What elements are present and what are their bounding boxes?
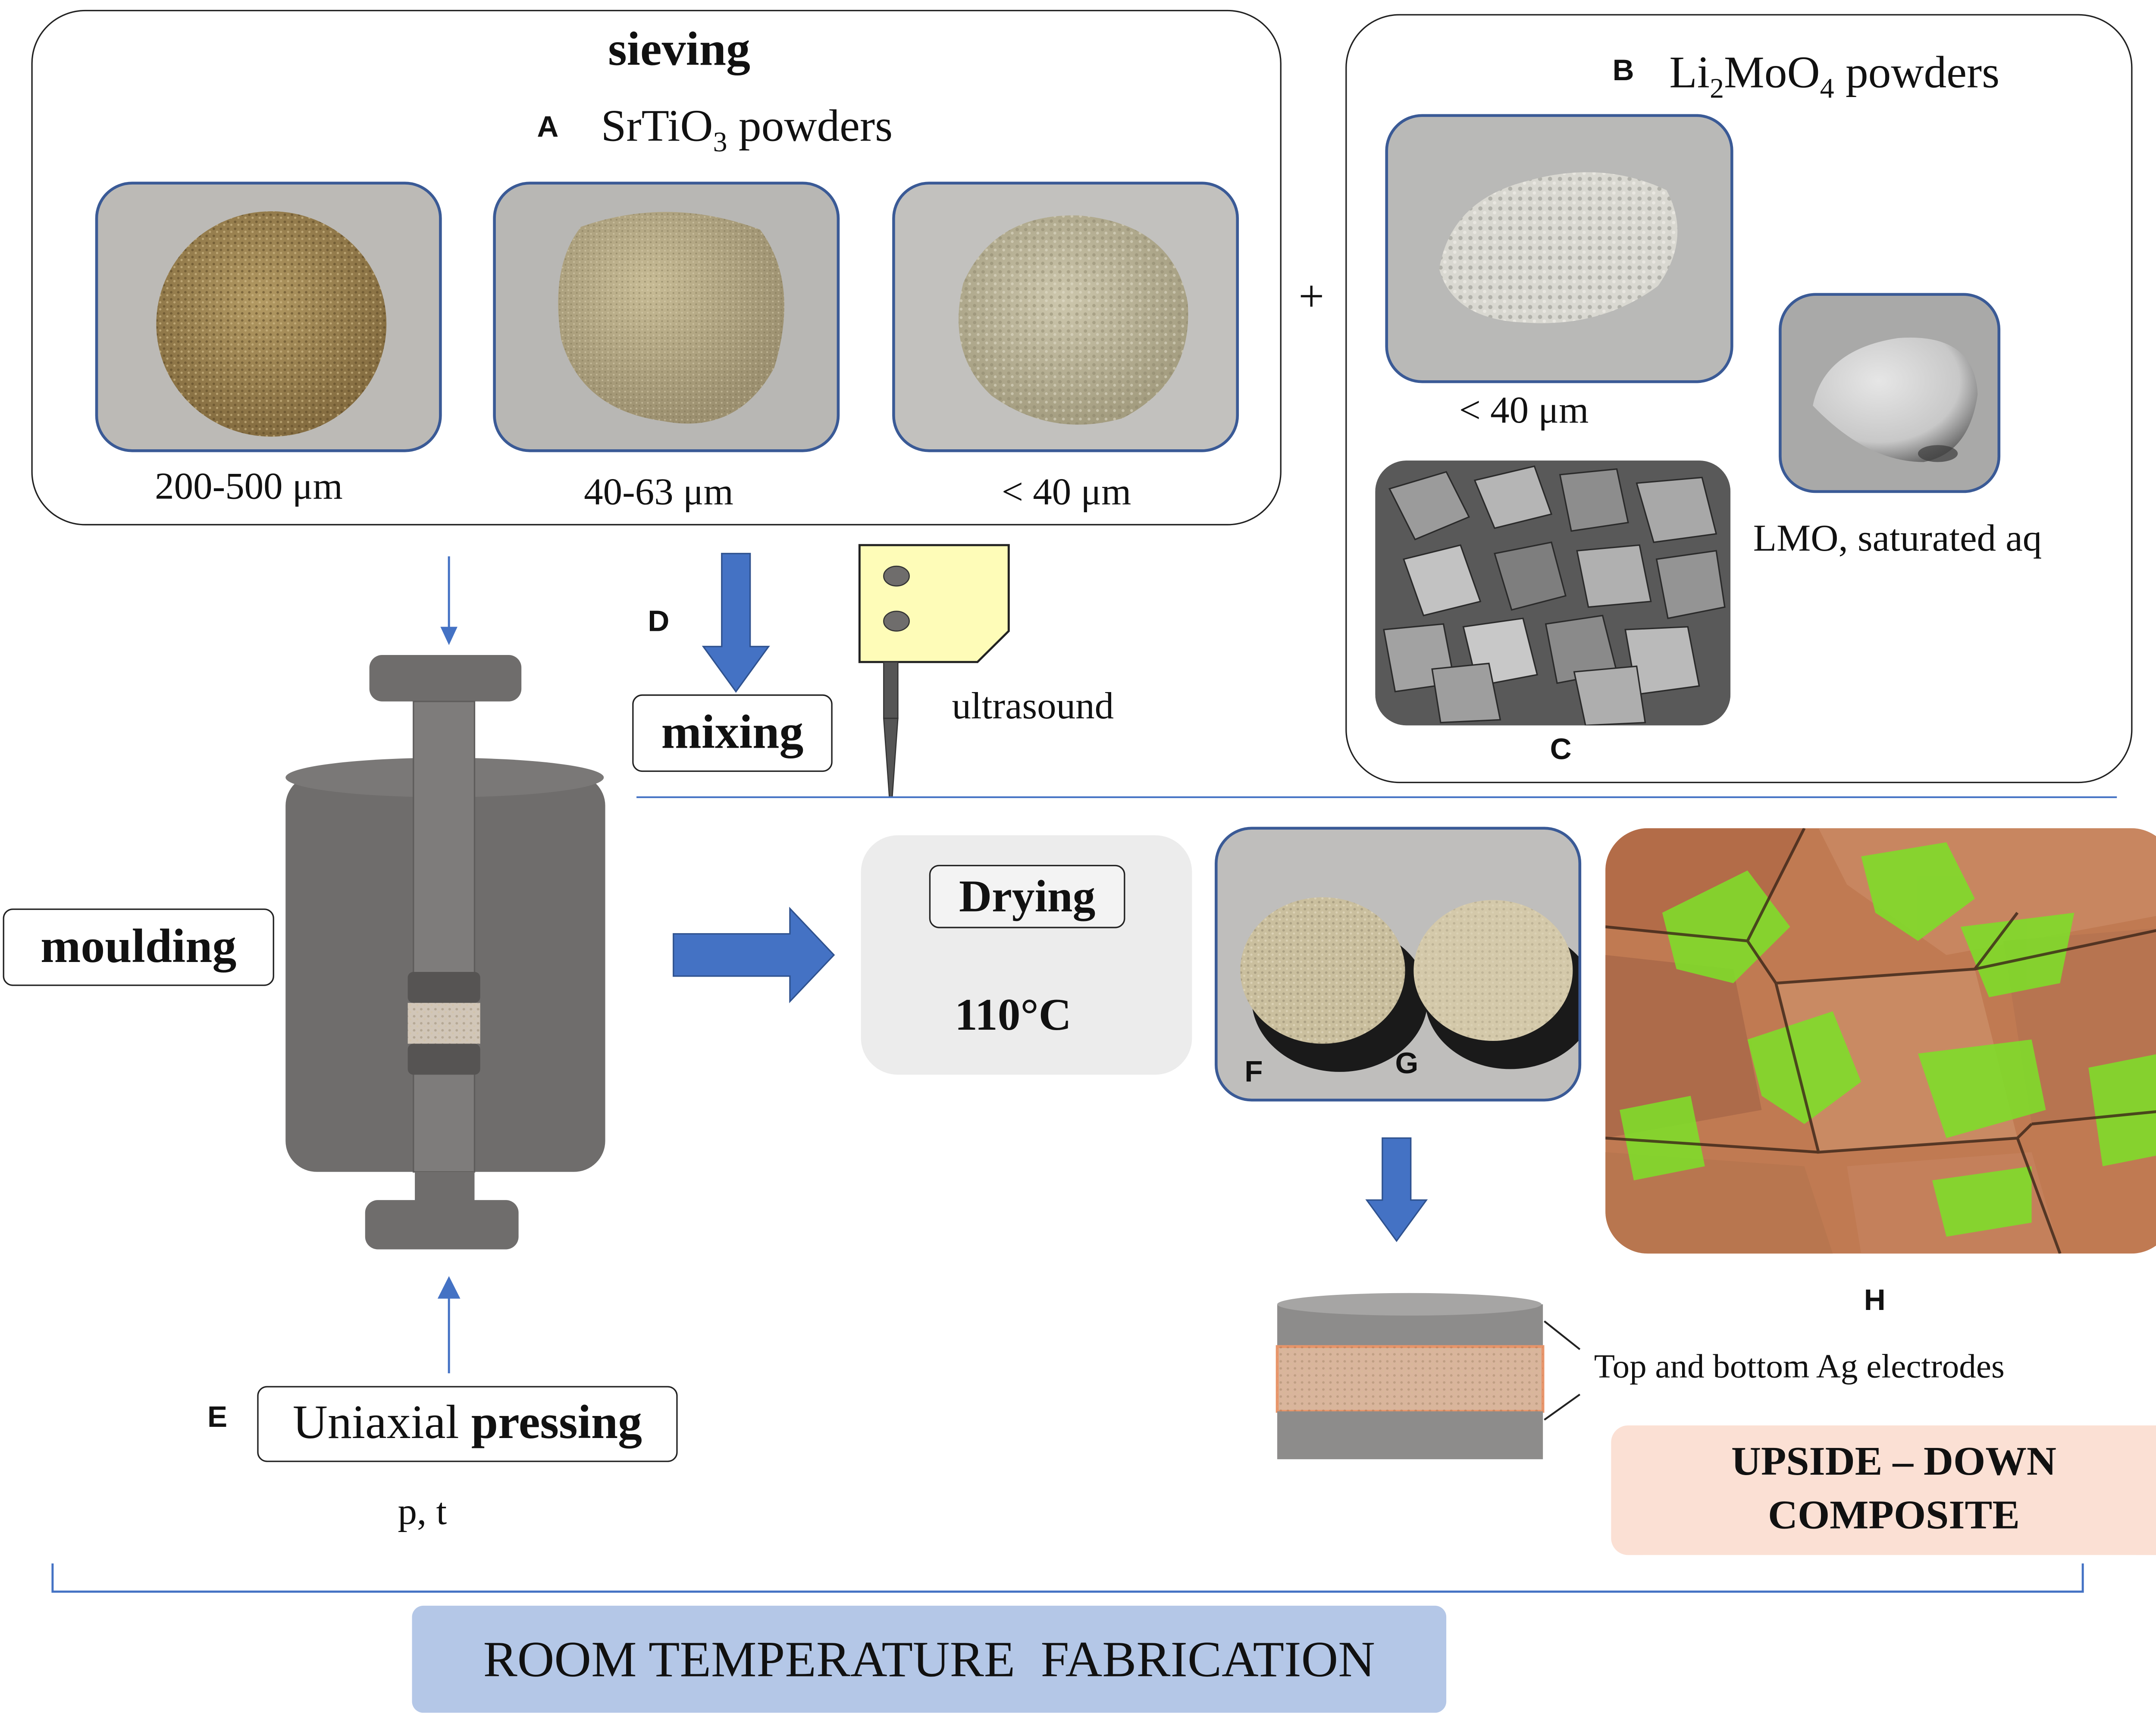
lmo-powder-heap [1439,172,1678,323]
fabrication-bracket [51,1563,2084,1593]
drying-box: Drying [929,865,1125,928]
probe-dot-top [883,565,910,587]
powder-photo-fine [892,182,1239,452]
srtio3-formula: SrTiO [601,100,713,151]
drying-temperature: 110°C [955,989,1072,1040]
lmo-suffix: powders [1834,46,2000,97]
label-f: F [1244,1056,1263,1089]
ultrasound-probe-shaft [883,661,899,719]
li2moo4-powders-title: Li2MoO4 powders [1669,47,1999,106]
powder-photo-coarse [95,182,442,452]
composite-line1: UPSIDE – DOWN [1731,1439,2056,1485]
sem-image [1375,461,1731,726]
pressing-label-bold: pressing [471,1397,642,1450]
srtio3-powders-title: SrTiO3 powders [601,100,893,160]
lmo-size-label: < 40 μm [1459,389,1589,431]
lmo-droplet [1813,337,1978,462]
powder-photo-medium [493,182,840,452]
label-b: B [1612,55,1634,88]
pellet-discs [1240,897,1579,1072]
label-c: C [1550,733,1572,767]
label-a: A [537,111,559,144]
pressing-label-plain: Uniaxial [292,1397,471,1450]
moulding-label: moulding [40,920,237,973]
lmo-solution-label: LMO, saturated aq [1753,517,2042,559]
electrode-leader-top [1544,1320,1581,1350]
sieving-title: sieving [608,24,751,76]
size-label-medium: 40-63 μm [584,470,733,513]
lmo-subscript-2: 2 [1710,74,1724,105]
ultrasound-label: ultrasound [952,684,1114,727]
drying-arrow [673,906,835,1003]
coarse-powder-heap [156,211,387,437]
composite-line2: COMPOSITE [1767,1493,2020,1538]
label-d: D [648,605,670,638]
size-label-fine: < 40 μm [1001,470,1131,513]
micrograph-texture [1605,828,2156,1254]
composite-box: UPSIDE – DOWN COMPOSITE [1611,1425,2156,1555]
thin-arrow-down-head [440,627,458,645]
moulding-box: moulding [3,908,274,986]
srtio3-suffix: powders [727,100,893,151]
mixing-label: mixing [661,706,804,759]
drying-label: Drying [959,870,1096,921]
thin-arrow-up-head [437,1276,461,1299]
size-label-coarse: 200-500 μm [155,464,343,507]
footer-box: ROOM TEMPERATURE FABRICATION [412,1605,1447,1713]
pellets-photo [1215,827,1582,1102]
probe-dot-bottom [883,611,910,632]
fine-powder-heap [959,215,1188,425]
mixing-box: mixing [632,694,833,772]
pressing-params: p, t [398,1490,447,1533]
lmo-formula-moo: MoO [1724,46,1820,97]
lmo-formula-li: Li [1669,46,1710,97]
footer-label: ROOM TEMPERATURE FABRICATION [483,1631,1375,1688]
electrodes-label: Top and bottom Ag electrodes [1594,1349,2005,1386]
label-e: E [207,1401,228,1434]
plus-sign: + [1298,270,1324,321]
lmo-subscript-4: 4 [1820,74,1834,105]
lmo-powder-photo [1385,114,1733,383]
medium-powder-heap [558,212,784,424]
sem-crystals [1375,461,1731,726]
pressing-box: Uniaxial pressing [257,1386,678,1462]
lmo-solution-photo [1779,293,2001,493]
mixing-arrow [702,553,770,693]
label-g: G [1395,1048,1419,1081]
srtio3-subscript: 3 [713,127,727,159]
electrode-leader-bottom [1544,1394,1581,1421]
label-h: H [1864,1285,1886,1317]
pellets-arrow [1365,1137,1428,1242]
composite-micrograph [1605,828,2156,1254]
